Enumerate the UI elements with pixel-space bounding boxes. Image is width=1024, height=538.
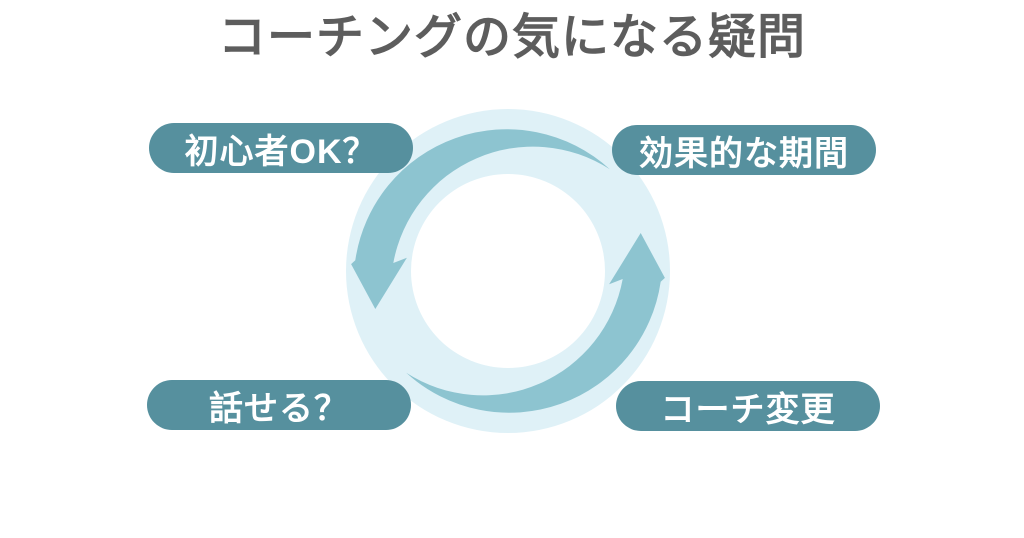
question-pill-beginner-ok: 初心者OK？ (149, 123, 413, 173)
question-pill-label: 初心者OK？ (184, 132, 378, 171)
question-pill-coach-change: コーチ変更 (616, 381, 880, 431)
question-pill-label: 効果的な期間 (639, 134, 849, 173)
cycle-arrow-up-right-icon (406, 233, 665, 413)
page-title: コーチングの気になる疑問 (217, 11, 806, 64)
cycle-ring-hole (411, 174, 605, 368)
question-pill-label: 話せる？ (209, 389, 349, 428)
question-pill-effective-period: 効果的な期間 (612, 125, 876, 175)
question-pill-label: コーチ変更 (660, 390, 836, 429)
cycle-arrow-down-left-icon (351, 129, 610, 309)
question-pill-can-talk: 話せる？ (147, 380, 411, 430)
